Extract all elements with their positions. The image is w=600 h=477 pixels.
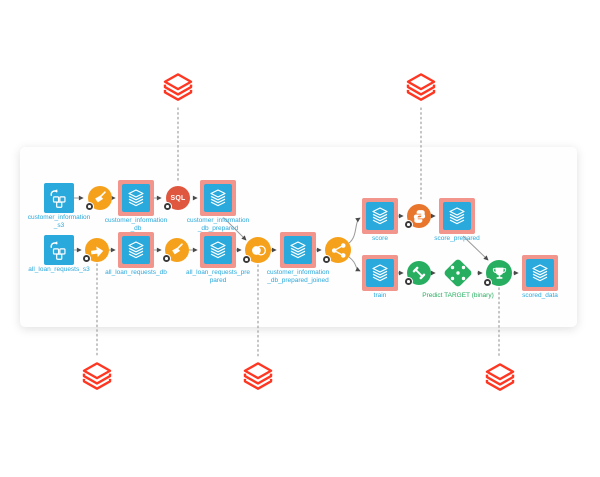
- dataset-node-customer-information-db[interactable]: [118, 180, 154, 216]
- dataset-node-train[interactable]: [362, 255, 398, 291]
- recipe-python-score[interactable]: [404, 204, 431, 229]
- dataset-layers-icon: [288, 240, 308, 260]
- cloud-dataset-icon: [48, 239, 70, 261]
- databricks-logo-icon: [80, 360, 114, 394]
- dataset-layers-icon: [370, 263, 390, 283]
- dataset-label: score: [372, 235, 388, 242]
- dataset-layers-icon: [447, 206, 467, 226]
- dataset-node-all-loan-requests-prepared[interactable]: [200, 232, 236, 268]
- dataset-label: all_loan_requests_s3: [28, 266, 90, 273]
- split-icon: [329, 241, 348, 260]
- sql-icon: SQL: [170, 194, 186, 202]
- dataset-layers-icon: [126, 240, 146, 260]
- dataset-layers-icon: [126, 188, 146, 208]
- recipe-status-badge: [404, 220, 413, 229]
- recipe-prepare-loans[interactable]: [162, 238, 189, 263]
- databricks-logo-icon: [241, 360, 275, 394]
- dataset-label: customer_information_s3: [27, 214, 91, 230]
- dataset-label: customer_information_db_prepared_joined: [266, 269, 330, 285]
- recipe-sync-loans[interactable]: [82, 238, 109, 263]
- join-icon: [249, 241, 268, 260]
- recipe-score-model[interactable]: [483, 260, 512, 287]
- dataset-label: all_loan_requests_db: [105, 269, 167, 276]
- recipe-sql-query[interactable]: SQL: [163, 186, 190, 211]
- databricks-logo-icon: [483, 361, 517, 395]
- model-label: Predict TARGET (binary): [422, 292, 494, 299]
- dataset-node-joined[interactable]: [280, 232, 316, 268]
- dataset-node-scored-data[interactable]: [522, 255, 558, 291]
- recipe-status-badge: [85, 202, 94, 211]
- dataset-layers-icon: [208, 188, 228, 208]
- dataset-label: customer_information_db_prepared: [186, 217, 250, 233]
- dataset-node-score-prepared[interactable]: [439, 198, 475, 234]
- dataset-node-all-loan-requests-db[interactable]: [118, 232, 154, 268]
- saved-model-dots-icon: [438, 253, 478, 293]
- score-trophy-icon: [490, 264, 509, 283]
- recipe-prepare-customer[interactable]: [85, 186, 112, 211]
- dataset-label: customer_information_db: [104, 217, 168, 233]
- recipe-status-badge: [322, 255, 331, 264]
- dataset-label: all_loan_requests_prepared: [186, 269, 250, 285]
- recipe-train-model[interactable]: [404, 261, 431, 286]
- dataset-node-customer-information-s3[interactable]: [44, 183, 74, 213]
- recipe-status-badge: [163, 202, 172, 211]
- dataset-label: scored_data: [522, 292, 558, 299]
- dataset-layers-icon: [530, 263, 550, 283]
- dataset-node-customer-information-db-prepared[interactable]: [200, 180, 236, 216]
- dataset-label: score_prepared: [434, 235, 480, 242]
- databricks-logo-icon: [404, 71, 438, 105]
- dataset-label: train: [373, 292, 387, 299]
- dataset-node-score[interactable]: [362, 198, 398, 234]
- dataset-node-all-loan-requests-s3[interactable]: [44, 235, 74, 265]
- dataset-layers-icon: [208, 240, 228, 260]
- python-icon: [411, 208, 428, 225]
- recipe-status-badge: [404, 277, 413, 286]
- dataset-layers-icon: [370, 206, 390, 226]
- databricks-logo-icon: [161, 71, 195, 105]
- recipe-status-badge: [483, 278, 492, 287]
- recipe-split[interactable]: [322, 237, 351, 264]
- recipe-status-badge: [162, 254, 171, 263]
- recipe-join[interactable]: [242, 237, 271, 264]
- cloud-dataset-icon: [48, 187, 70, 209]
- recipe-status-badge: [82, 254, 91, 263]
- recipe-status-badge: [242, 255, 251, 264]
